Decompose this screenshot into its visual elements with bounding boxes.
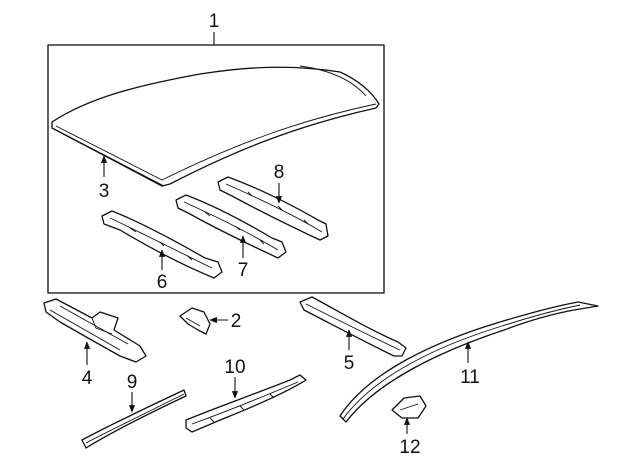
callout-4: 4 <box>82 368 93 389</box>
callout-7: 7 <box>238 260 249 281</box>
callout-1: 1 <box>209 11 220 32</box>
bracket-clip <box>391 395 427 419</box>
roof-panel <box>51 65 380 187</box>
callout-3: 3 <box>99 181 110 202</box>
side-reinforcement <box>185 374 307 433</box>
rear-roof-bow <box>217 176 329 241</box>
side-rail-strip <box>81 389 187 449</box>
callout-11: 11 <box>460 367 480 388</box>
callout-10: 10 <box>224 357 245 378</box>
center-roof-bow <box>175 194 287 259</box>
callout-12: 12 <box>399 437 420 458</box>
rear-header <box>299 296 407 357</box>
callout-6: 6 <box>157 272 168 293</box>
roof-molding <box>339 301 599 423</box>
callout-5: 5 <box>344 353 355 374</box>
callout-2: 2 <box>231 311 242 332</box>
small-bracket <box>179 307 211 335</box>
callout-9: 9 <box>127 372 138 393</box>
front-roof-bow <box>101 210 223 279</box>
front-header-bracket <box>43 298 147 363</box>
roof-assembly-box <box>47 44 385 294</box>
callout-8: 8 <box>274 162 285 183</box>
